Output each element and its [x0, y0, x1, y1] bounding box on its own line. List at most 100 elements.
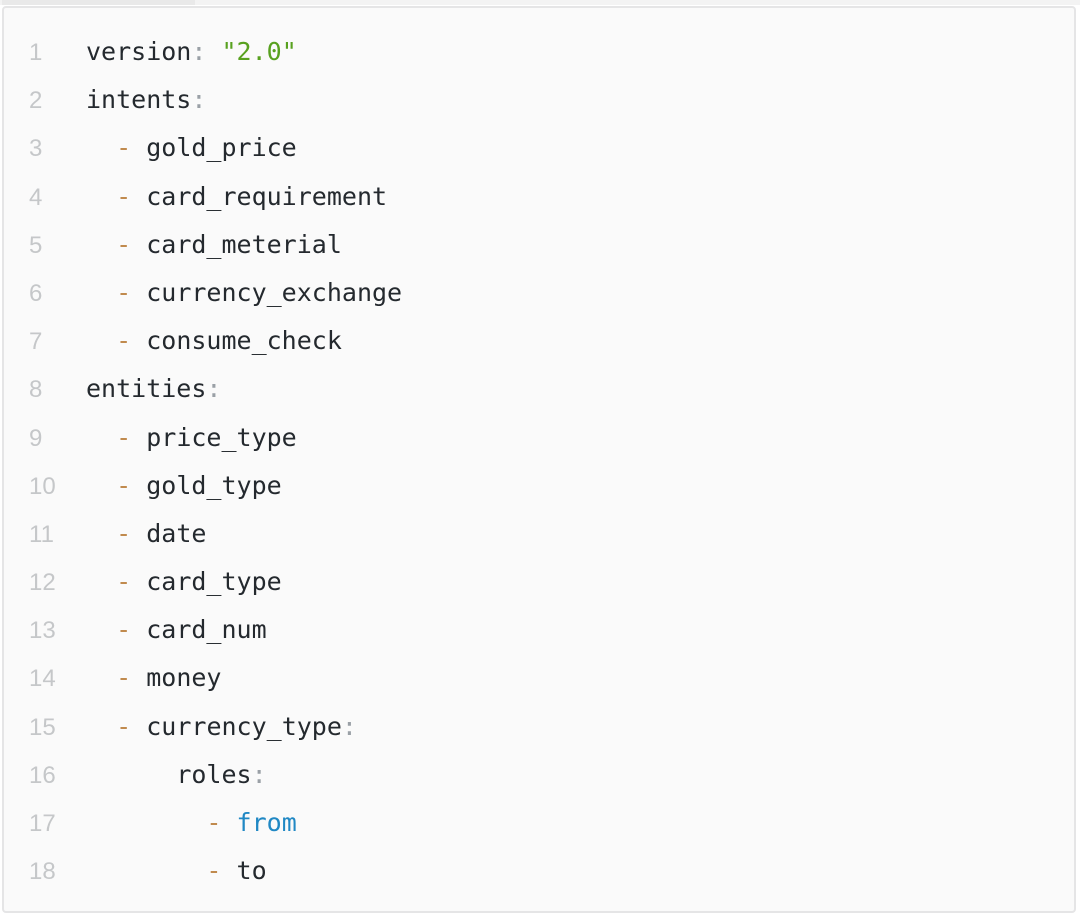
token-dash: - [116, 470, 132, 500]
token-text: card_requirement [131, 181, 388, 211]
line-number: 12 [29, 569, 56, 597]
token-dash: - [116, 567, 132, 597]
token-dash: - [116, 326, 132, 356]
line-number: 18 [29, 858, 56, 886]
code-line: 6 - currency_exchange [29, 269, 1054, 317]
line-code: - price_type [86, 414, 297, 462]
line-code: - money [86, 654, 221, 702]
line-code: - to [86, 847, 267, 895]
token-text [86, 760, 176, 789]
line-number: 4 [29, 183, 43, 211]
token-dash: - [116, 711, 132, 741]
line-code: - card_num [86, 606, 267, 654]
line-code: intents: [86, 76, 206, 124]
line-code: - gold_price [86, 124, 297, 172]
token-text: card_type [131, 567, 282, 597]
code-line: 10 - gold_type [29, 462, 1054, 510]
line-number: 10 [29, 472, 56, 500]
line-code: - card_requirement [86, 173, 387, 221]
token-dash: - [116, 422, 132, 452]
token-key: currency_type [146, 711, 342, 741]
code-line: 4 - card_requirement [29, 173, 1054, 221]
line-code: - from [86, 799, 297, 847]
token-text: currency_exchange [131, 277, 403, 307]
token-text [86, 712, 116, 741]
code-line: 7 - consume_check [29, 317, 1054, 365]
code-line: 11 - date [29, 510, 1054, 558]
token-text [86, 133, 116, 162]
line-number: 16 [29, 761, 56, 789]
token-text [86, 471, 116, 500]
token-text [131, 712, 146, 741]
token-key: version [86, 37, 192, 66]
line-number: 9 [29, 424, 43, 452]
line-number: 17 [29, 810, 56, 837]
token-dash: - [116, 615, 132, 645]
code-line: 9 - price_type [29, 414, 1054, 462]
line-code: - date [86, 510, 206, 558]
line-code: - currency_exchange [86, 269, 402, 317]
token-text [86, 423, 116, 452]
token-text: card_num [131, 615, 267, 645]
line-code: - consume_check [86, 317, 342, 365]
token-dash: - [116, 277, 132, 307]
token-dash: - [116, 181, 132, 211]
token-text: consume_check [131, 326, 342, 356]
token-text [86, 278, 116, 307]
token-text: gold_type [131, 470, 282, 500]
line-number: 3 [29, 135, 43, 163]
code-line: 1 version: "2.0" [29, 28, 1054, 76]
token-colon: : [206, 374, 222, 404]
token-text: price_type [131, 422, 297, 452]
token-text: gold_price [131, 133, 297, 163]
line-number: 1 [29, 39, 43, 66]
code-line: 5 - card_meterial [29, 221, 1054, 269]
token-text [86, 856, 206, 885]
line-number: 7 [29, 328, 43, 356]
token-dash: - [116, 133, 132, 163]
token-text [86, 519, 116, 548]
code-line: 3 - gold_price [29, 124, 1054, 172]
line-number: 5 [29, 231, 43, 259]
line-number: 8 [29, 376, 43, 404]
token-text [86, 230, 116, 259]
token-text: money [131, 663, 222, 693]
code-line: 14 - money [29, 654, 1054, 702]
active-tab-remnant [2, 0, 195, 5]
line-number: 11 [29, 520, 54, 548]
token-keyword: from [236, 808, 297, 837]
code-line: 17 - from [29, 799, 1054, 847]
token-dash: - [116, 229, 132, 259]
line-code: version: "2.0" [86, 28, 297, 76]
line-number: 14 [29, 665, 56, 693]
token-colon: : [341, 711, 357, 741]
token-text [86, 808, 206, 837]
token-text [86, 326, 116, 355]
token-dash: - [206, 808, 222, 837]
code-line: 13 - card_num [29, 606, 1054, 654]
code-line: 15 - currency_type: [29, 703, 1054, 751]
line-code: roles: [86, 751, 266, 799]
token-key: roles [176, 759, 252, 789]
line-code: - card_meterial [86, 221, 342, 269]
token-string: "2.0" [221, 37, 297, 66]
code-line: 18 - to [29, 847, 1054, 895]
token-dash: - [116, 518, 132, 548]
line-number: 13 [29, 617, 56, 645]
token-text [86, 182, 116, 211]
token-text [221, 808, 236, 837]
token-colon: : [191, 37, 207, 66]
token-dash: - [116, 663, 132, 693]
token-key: intents [86, 85, 192, 115]
line-number: 2 [29, 87, 43, 115]
token-text: to [221, 856, 267, 886]
line-code: - gold_type [86, 462, 282, 510]
token-colon: : [191, 85, 207, 115]
token-dash: - [206, 856, 222, 886]
token-text: card_meterial [131, 229, 342, 259]
line-code: - currency_type: [86, 703, 357, 751]
tab-strip [0, 0, 1080, 5]
